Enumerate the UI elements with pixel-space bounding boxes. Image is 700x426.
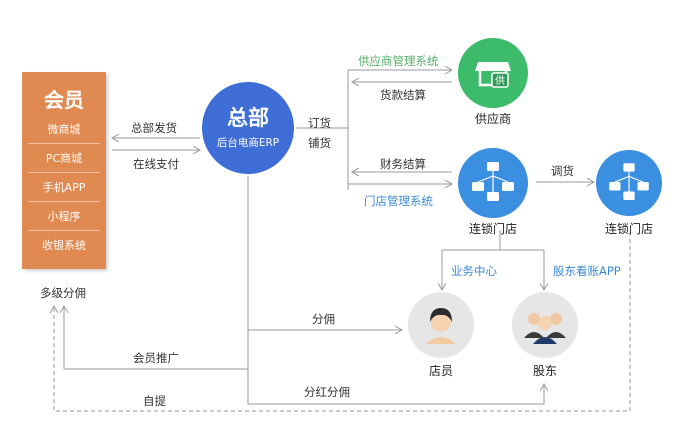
label-online-pay: 在线支付	[133, 157, 179, 171]
label-store-mgmt: 门店管理系统	[364, 194, 433, 208]
member-item-mobile-app: 手机APP	[28, 174, 100, 202]
store-front-icon: 供	[475, 62, 511, 88]
shareholders-group-icon	[524, 313, 566, 344]
label-transfer: 调货	[551, 164, 574, 178]
chain-store-node-1	[458, 148, 528, 218]
member-item-pc-mall: PC商城	[28, 145, 100, 173]
label-goods-settle: 货款结算	[380, 88, 426, 102]
supplier-label: 供应商	[474, 112, 511, 126]
store-network-icon	[472, 162, 514, 201]
supplier-badge-text: 供	[495, 74, 505, 87]
label-pickup: 自提	[143, 394, 166, 408]
chain-store-label-2: 连锁门店	[604, 222, 653, 236]
label-order: 订货	[308, 116, 331, 130]
pickup-dashed-line	[54, 232, 631, 412]
label-biz-center: 业务中心	[451, 264, 497, 278]
label-commission: 分佣	[312, 312, 335, 326]
chain-store-label-1: 连锁门店	[468, 222, 517, 236]
chain-store-node-2	[596, 150, 662, 216]
hq-node: 总部 后台电商ERP	[202, 82, 294, 174]
supplier-node: 供	[458, 38, 528, 108]
hq-subtitle: 后台电商ERP	[216, 137, 280, 149]
shareholder-node	[512, 292, 578, 358]
label-dividend: 分红分佣	[304, 385, 350, 399]
label-supply-mgmt: 供应商管理系统	[358, 54, 439, 68]
label-stock: 铺货	[308, 136, 331, 150]
member-title: 会员	[44, 88, 84, 112]
label-hq-ship: 总部发货	[131, 121, 177, 135]
label-finance-settle: 财务结算	[380, 157, 426, 171]
member-panel: 会员 微商城 PC商城 手机APP 小程序 收银系统	[22, 72, 106, 269]
clerk-label: 店员	[428, 364, 453, 378]
member-item-wechat-mall: 微商城	[28, 116, 100, 144]
label-multi-commission: 多级分佣	[40, 286, 86, 300]
shareholder-label: 股东	[532, 364, 557, 378]
store-network-icon	[609, 163, 649, 200]
clerk-person-icon	[426, 308, 456, 344]
hq-title: 总部	[227, 106, 269, 130]
label-member-promo: 会员推广	[133, 351, 179, 365]
member-item-mini-program: 小程序	[28, 203, 100, 231]
member-item-pos-system: 收银系统	[42, 239, 86, 252]
clerk-node	[408, 292, 474, 358]
label-shareholder-app: 股东看账APP	[553, 264, 621, 278]
